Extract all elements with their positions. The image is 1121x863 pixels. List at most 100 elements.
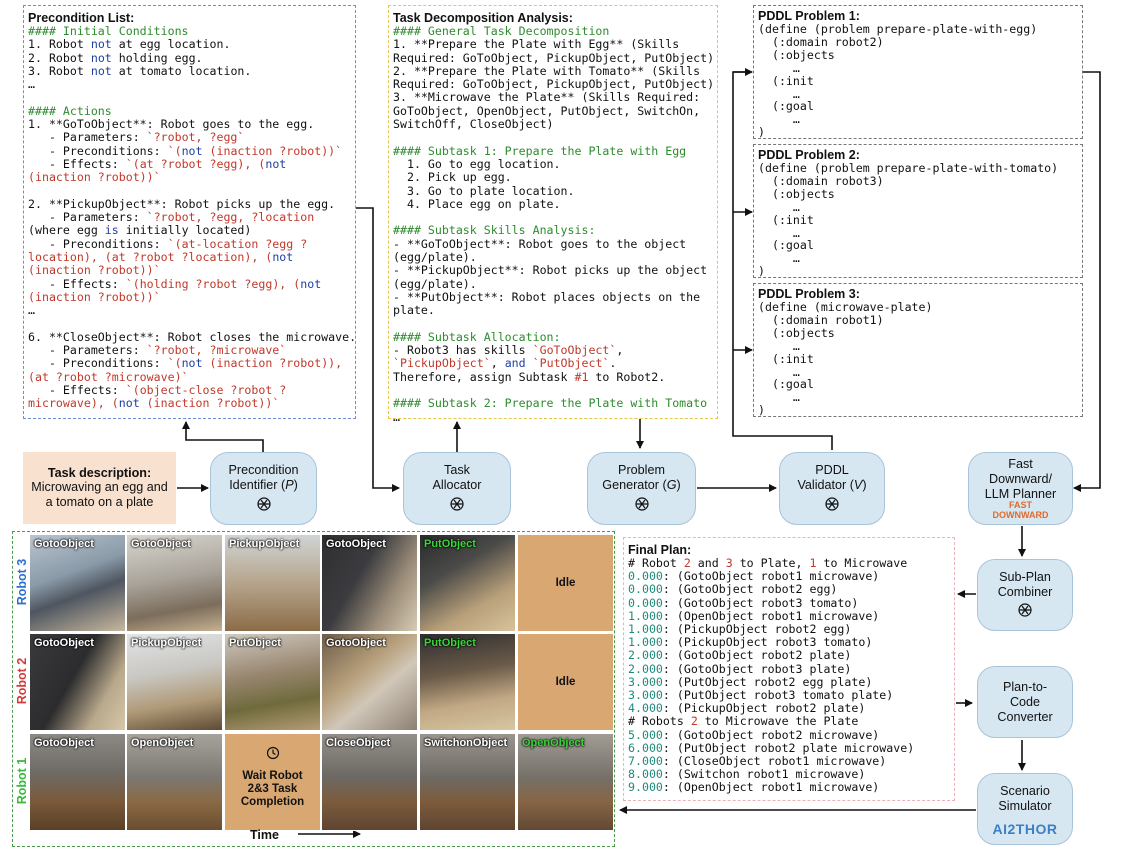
precondition-line: … [28,304,351,317]
openai-logo-icon [1017,602,1033,622]
action-label: GotoObject [326,637,386,649]
precondition-line-segment: not [272,250,294,265]
plan-line-segment: 8.000 [628,767,663,782]
pddl-line: … [758,112,800,127]
precondition-line: - Parameters: `?robot, ?microwave` [28,343,351,358]
plan-line-segment: 0.000 [628,569,663,584]
plan-line-segment: 2 [690,714,698,729]
precondition-line-segment: not [90,63,112,78]
precondition-line-segment: not [181,356,203,371]
pddl-line: … [758,225,800,240]
precondition-line-segment: 3. [28,63,49,78]
precondition-line: - Parameters: `?robot, ?egg` [28,131,351,144]
pddl-problem-content: (define (problem prepare-plate-with-egg)… [758,23,1078,139]
plan-line: 3.000: (PutObject robot2 egg plate) [628,675,950,689]
pddl-line: … [758,364,800,379]
grid-cell: OpenObject [126,733,223,831]
scenario-simulator-label: Scenario Simulator [998,784,1052,813]
pddl-line: (:goal [758,238,814,253]
precondition-line-segment: (inaction ?robot))` [139,396,280,411]
precondition-line: - Preconditions: `(not (inaction ?robot)… [28,144,351,158]
decomposition-line-segment: #### Subtask Allocation: [393,329,561,344]
grid-cell: PutObject [224,633,321,731]
sub-plan-combiner-node: Sub-Plan Combiner [977,559,1073,631]
precondition-line: - Preconditions: `(at-location ?egg ? [28,236,351,251]
pddl-line: (define (problem prepare-plate-with-egg) [758,22,1038,36]
plan-to-code-converter-label: Plan-to- Code Converter [997,680,1053,724]
task-description-box: Task description: Microwaving an egg and… [23,452,176,524]
decomposition-line-segment: - **PutObject**: Robot places objects on… [393,289,701,304]
pddl-problem-panel: PDDL Problem 2:(define (problem prepare-… [753,144,1083,278]
decomposition-line: Required: GoToObject, PickupObject, PutO… [393,78,714,91]
decomposition-line: 1. Go to egg location. [393,156,713,171]
grid-cell: GotoObject [126,534,223,632]
action-label: GotoObject [34,538,94,550]
decomposition-line-segment: (egg/plate). [393,276,477,291]
pddl-line: (:init [758,212,814,227]
precondition-list-panel: Precondition List: #### Initial Conditio… [23,5,356,419]
pddl-line: … [758,390,800,405]
plan-line: 9.000: (OpenObject robot1 microwave) [628,781,950,794]
pddl-line: (:objects [758,47,835,62]
fast-downward-logo: FAST DOWNWARD [992,500,1049,520]
precondition-line-segment: (inaction ?robot)), [202,356,343,371]
precondition-line-segment: `?robot, ?egg, ?location [146,210,315,225]
arrow-pddl-to-planner [1073,71,1101,492]
grid-cell: OpenObject [517,733,614,831]
final-plan-panel: Final Plan: # Robot 2 and 3 to Plate, 1 … [623,537,955,801]
precondition-line: #### Initial Conditions [28,24,351,38]
openai-logo-icon [824,496,840,516]
plan-line: 7.000: (CloseObject robot1 microwave) [628,754,950,768]
decomposition-line-segment: 3. Go to plate location. [393,183,575,198]
precondition-line: 2. Robot not holding egg. [28,50,351,65]
pddl-problem-title: PDDL Problem 3: [758,287,860,301]
precondition-line-segment: `?robot, ?egg` [146,130,245,145]
plan-line-segment: 2 [683,556,691,570]
pddl-line: ) [758,264,765,279]
plan-line: 2.000: (GotoObject robot2 plate) [628,649,950,662]
precondition-line-segment [28,184,35,198]
time-label: Time [250,828,279,842]
plan-line-segment: 4.000 [628,701,663,716]
decomposition-line: `PickupObject`, and `PutObject`. [393,357,713,370]
precondition-line-segment: 1. **GoToObject**: Robot goes to the egg… [28,117,315,132]
robot-row-label: Robot 1 [15,757,29,805]
precondition-line: 1. Robot not at egg location. [28,38,351,51]
openai-logo-icon [634,496,650,516]
plan-line-segment: 2.000 [628,661,663,676]
plan-line-segment: : (OpenObject robot1 microwave) [662,608,880,623]
plan-line: 4.000: (PickupObject robot2 plate) [628,702,950,715]
execution-grid-panel [12,531,615,847]
plan-line: 1.000: (PickupObject robot3 tomato) [628,636,950,649]
precondition-line: (inaction ?robot))` [28,290,351,304]
decomposition-line: plate. [393,304,713,317]
precondition-line-segment: … [28,303,35,318]
decomposition-line-segment: - Robot3 has skills [393,343,533,358]
decomposition-line-segment: - **PickupObject**: Robot picks up the o… [393,263,708,278]
precondition-line-segment: 2. **PickupObject**: Robot picks up the … [28,196,336,211]
plan-line: 3.000: (PutObject robot3 tomato plate) [628,688,950,703]
plan-line: 8.000: (Switchon robot1 microwave) [628,768,950,781]
problem-generator-label: Problem Generator (G) [602,463,681,492]
pddl-problem-panel: PDDL Problem 1:(define (problem prepare-… [753,5,1083,139]
precondition-line-segment: `(at-location ?egg ? [167,236,308,251]
plan-line-segment: : (PutObject robot3 tomato plate) [662,688,894,703]
decomposition-line: - Robot3 has skills `GoToObject`, [393,343,713,358]
precondition-line-segment: - Parameters: [28,130,147,145]
precondition-line-segment: - Preconditions: [28,356,168,371]
task-allocator-node: Task Allocator [403,452,511,525]
decomposition-line-segment: … [393,409,400,424]
precondition-line: 3. Robot not at tomato location. [28,63,351,78]
node-symbol: P [285,478,294,492]
decomposition-line: 2. **Prepare the Plate with Tomato** (Sk… [393,64,713,78]
precondition-line-segment: - Parameters: [28,343,147,358]
grid-cell: SwitchonObject [419,733,516,831]
robot-row-label: Robot 3 [15,558,29,606]
precondition-line-segment: 2. [28,50,49,65]
plan-line-segment: and [690,556,726,570]
decomposition-line: - **GoToObject**: Robot goes to the obje… [393,237,713,251]
decomposition-line-segment: 1. Go to egg location. [393,156,561,171]
pddl-line: (:init [758,73,814,88]
pddl-problem-title: PDDL Problem 2: [758,148,860,162]
precondition-line-segment: Robot [48,50,91,65]
